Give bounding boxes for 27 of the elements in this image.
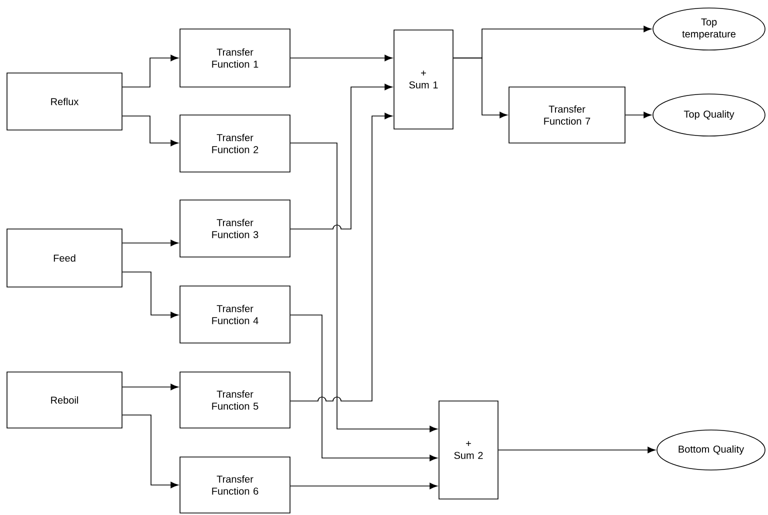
arrow	[625, 112, 652, 118]
arrow	[290, 84, 392, 230]
transfer-function-box: Transfer Function 4	[180, 286, 290, 344]
arrow	[453, 58, 508, 118]
arrow	[290, 142, 438, 432]
input-box: Feed	[6, 228, 122, 288]
input-box: Reflux	[6, 72, 122, 130]
sum-block: + Sum 1	[394, 30, 454, 130]
arrow	[290, 54, 392, 62]
arrow	[498, 446, 656, 454]
arrow	[290, 112, 392, 402]
transfer-function-box: Transfer Function 3	[180, 200, 290, 258]
transfer-function-box: Transfer Function 7	[508, 86, 626, 144]
arrow	[290, 314, 438, 462]
arrow	[122, 240, 178, 246]
transfer-function-box: Transfer Function 5	[180, 372, 290, 428]
sum-block: + Sum 2	[438, 400, 498, 500]
arrow	[122, 116, 178, 146]
arrow	[122, 54, 178, 88]
transfer-function-box: Transfer Function 2	[180, 114, 290, 172]
transfer-function-box: Transfer Function 1	[180, 28, 290, 88]
arrow	[122, 414, 178, 488]
arrow	[290, 482, 438, 490]
arrow	[122, 384, 178, 390]
input-box: Reboil	[6, 372, 122, 428]
transfer-function-box: Transfer Function 6	[180, 456, 290, 514]
arrow	[122, 272, 178, 318]
